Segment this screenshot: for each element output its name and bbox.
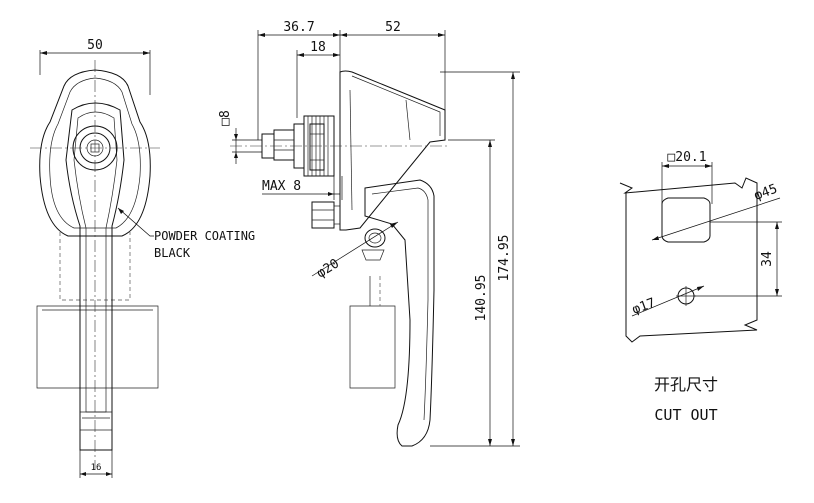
finish-note-line1: POWDER COATING (154, 229, 255, 243)
square-8-dim: □8 (218, 110, 233, 126)
cutout-title-en: CUT OUT (654, 406, 717, 424)
dim-140-95: 140.95 (474, 275, 489, 322)
dim-174-95: 174.95 (497, 235, 512, 282)
front-bottom-dim: 16 (91, 463, 102, 473)
cutout-square-dim: □20.1 (667, 150, 706, 165)
dim-34: 34 (760, 251, 775, 267)
side-handle-lever (364, 179, 435, 447)
dim-52: 52 (385, 20, 401, 35)
cutout-title-cn: 开孔尺寸 (654, 375, 718, 394)
dia-45-dim: φ45 (752, 182, 779, 204)
pivot-pin (364, 228, 386, 248)
side-escutcheon (339, 70, 446, 231)
front-handle-lever (65, 102, 125, 451)
front-width-dim: 50 (87, 38, 103, 53)
cutout-view: □20.1 φ45 φ17 34 开孔尺寸 CUT OUT (619, 150, 782, 424)
dim-18: 18 (310, 40, 326, 55)
square-hole (661, 197, 711, 243)
side-view: 36.7 52 18 □8 (218, 20, 520, 447)
front-view: 50 16 POWDER COATING BLACK (30, 38, 255, 478)
mounting-screw (311, 201, 335, 229)
dim-36-7: 36.7 (283, 20, 314, 35)
dia-17-dim: φ17 (630, 296, 657, 318)
max-8-dim: MAX 8 (262, 179, 301, 194)
cutout-panel (619, 177, 758, 343)
finish-note-line2: BLACK (154, 246, 191, 260)
